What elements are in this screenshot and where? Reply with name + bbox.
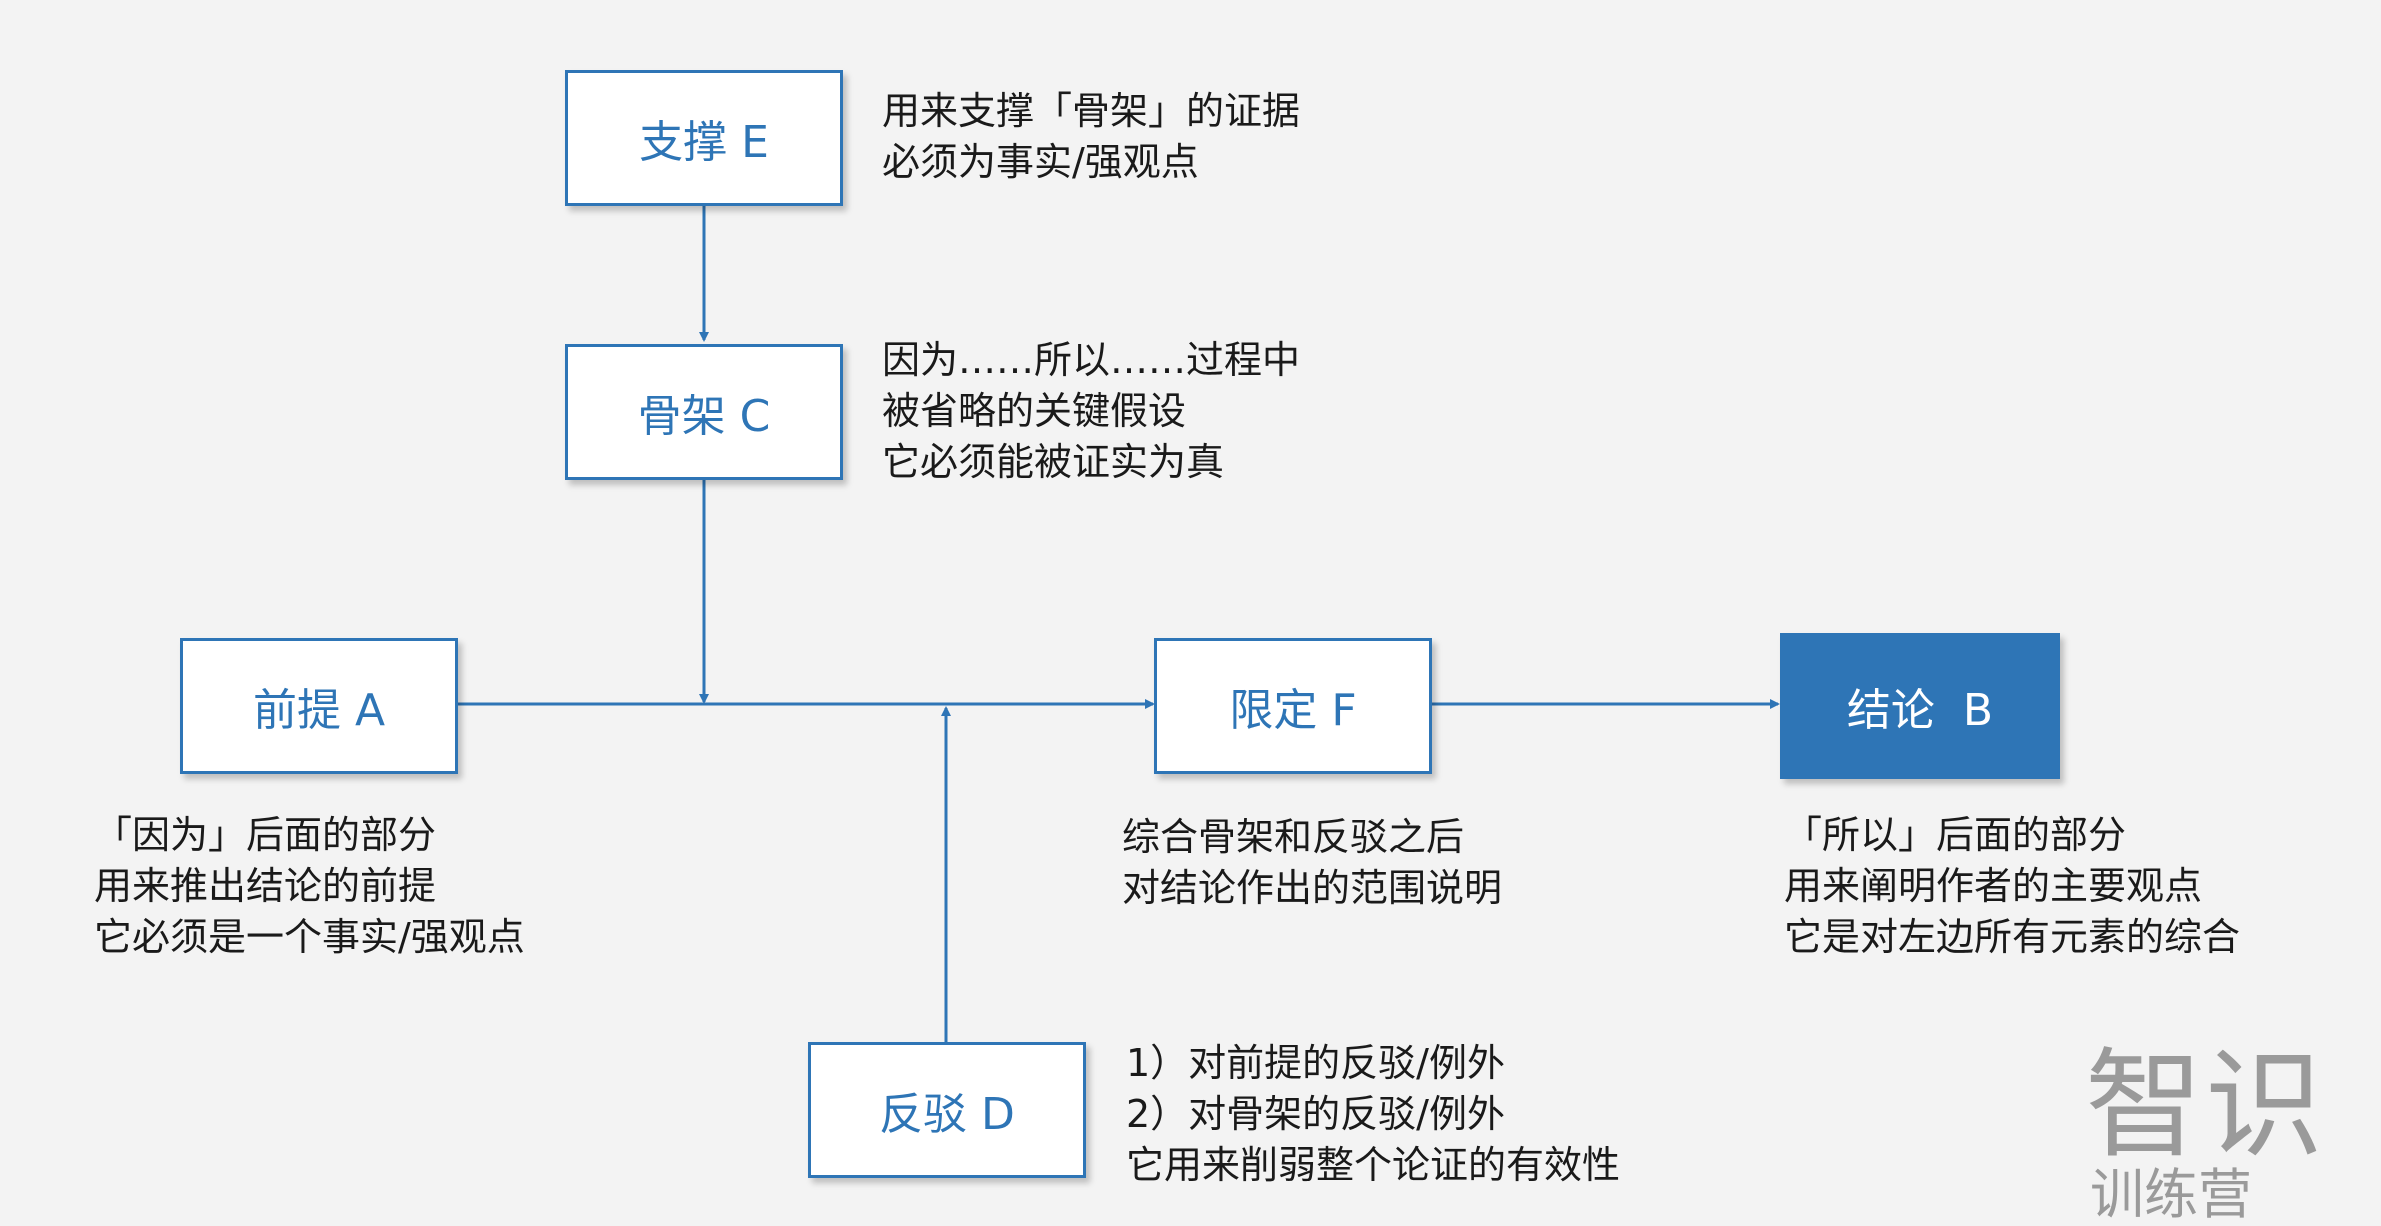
node-support-e: 支撑 E [565,70,843,206]
note-qualifier: 综合骨架和反驳之后 对结论作出的范围说明 [1122,812,1502,914]
note-premise: 「因为」后面的部分 用来推出结论的前提 它必须是一个事实/强观点 [94,810,525,963]
note-line: 被省略的关键假设 [882,389,1187,433]
note-line: 因为……所以……过程中 [882,338,1301,382]
note-line: 「因为」后面的部分 [94,813,437,857]
node-qualifier-f: 限定 F [1154,638,1432,774]
node-premise-a: 前提 A [180,638,458,774]
note-line: 对结论作出的范围说明 [1122,866,1503,910]
note-line: 必须为事实/强观点 [882,140,1199,184]
watermark-logo-main: 智识 [2085,1036,2326,1174]
note-line: 用来推出结论的前提 [94,864,437,908]
node-conclusion-b: 结论 B [1780,633,2060,779]
note-line: 综合骨架和反驳之后 [1122,815,1465,859]
note-line: 它用来削弱整个论证的有效性 [1126,1143,1621,1187]
note-line: 它是对左边所有元素的综合 [1784,915,2241,959]
note-rebuttal: 1）对前提的反驳/例外 2）对骨架的反驳/例外 它用来削弱整个论证的有效性 [1126,1038,1620,1191]
note-line: 用来阐明作者的主要观点 [1784,864,2203,908]
node-skeleton-c: 骨架 C [565,344,843,480]
note-line: 1）对前提的反驳/例外 [1126,1041,1505,1085]
note-skeleton: 因为……所以……过程中 被省略的关键假设 它必须能被证实为真 [882,335,1300,488]
note-support: 用来支撑「骨架」的证据 必须为事实/强观点 [882,86,1300,188]
note-line: 2）对骨架的反驳/例外 [1126,1092,1505,1136]
note-conclusion: 「所以」后面的部分 用来阐明作者的主要观点 它是对左边所有元素的综合 [1784,810,2240,963]
note-line: 它必须是一个事实/强观点 [94,915,525,959]
note-line: 它必须能被证实为真 [882,440,1225,484]
note-line: 「所以」后面的部分 [1784,813,2127,857]
note-line: 用来支撑「骨架」的证据 [882,89,1301,133]
watermark-logo-sub: 训练营 [2090,1163,2252,1226]
node-rebuttal-d: 反驳 D [808,1042,1086,1178]
